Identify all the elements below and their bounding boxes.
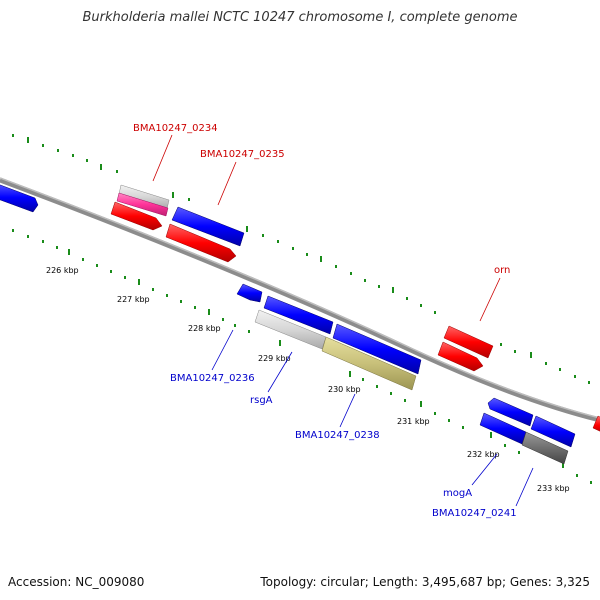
gene-feature[interactable] xyxy=(487,397,534,427)
gene-label[interactable]: BMA10247_0236 xyxy=(170,373,255,384)
gene-label[interactable]: orn xyxy=(494,265,510,276)
gene-label[interactable]: BMA10247_0235 xyxy=(200,149,285,160)
gene-label[interactable]: mogA xyxy=(443,488,472,499)
outer-tick-ring xyxy=(12,134,590,384)
gene-feature[interactable] xyxy=(443,325,494,359)
ruler-label: 227 kbp xyxy=(117,295,150,304)
gene-feature[interactable] xyxy=(236,283,263,303)
ruler-label: 228 kbp xyxy=(188,324,221,333)
ruler-label: 233 kbp xyxy=(537,484,570,493)
gene-feature[interactable] xyxy=(521,431,569,465)
gene-feature[interactable] xyxy=(592,415,600,434)
ruler-label: 226 kbp xyxy=(46,266,79,275)
gene-feature[interactable] xyxy=(263,295,334,335)
gene-label[interactable]: BMA10247_0234 xyxy=(133,123,218,134)
gene-feature[interactable] xyxy=(479,412,527,445)
gene-feature[interactable] xyxy=(116,192,169,217)
gene-feature[interactable] xyxy=(321,336,417,391)
gene-feature[interactable] xyxy=(332,323,422,375)
inner-tick-ring xyxy=(12,229,592,484)
gene-feature[interactable] xyxy=(165,223,237,263)
gene-feature[interactable] xyxy=(530,415,576,448)
ruler-label: 230 kbp xyxy=(328,385,361,394)
gene-label[interactable]: BMA10247_0238 xyxy=(295,430,380,441)
ruler-label: 229 kbp xyxy=(258,354,291,363)
chromosome-backbone xyxy=(0,177,600,423)
genome-summary-text: Topology: circular; Length: 3,495,687 bp… xyxy=(260,575,590,589)
map-title: Burkholderia mallei NCTC 10247 chromosom… xyxy=(82,10,518,25)
gene-features xyxy=(0,183,600,465)
gene-feature[interactable] xyxy=(437,341,484,372)
gene-feature[interactable] xyxy=(171,206,245,247)
label-leaders xyxy=(152,134,534,507)
gene-feature[interactable] xyxy=(254,309,327,350)
gene-label[interactable]: rsgA xyxy=(250,395,273,406)
gene-feature[interactable] xyxy=(110,201,163,231)
gene-label[interactable]: BMA10247_0241 xyxy=(432,508,517,519)
ruler-label: 231 kbp xyxy=(397,417,430,426)
gene-feature[interactable] xyxy=(0,183,39,213)
ruler-label: 232 kbp xyxy=(467,450,500,459)
accession-text: Accession: NC_009080 xyxy=(8,575,145,589)
